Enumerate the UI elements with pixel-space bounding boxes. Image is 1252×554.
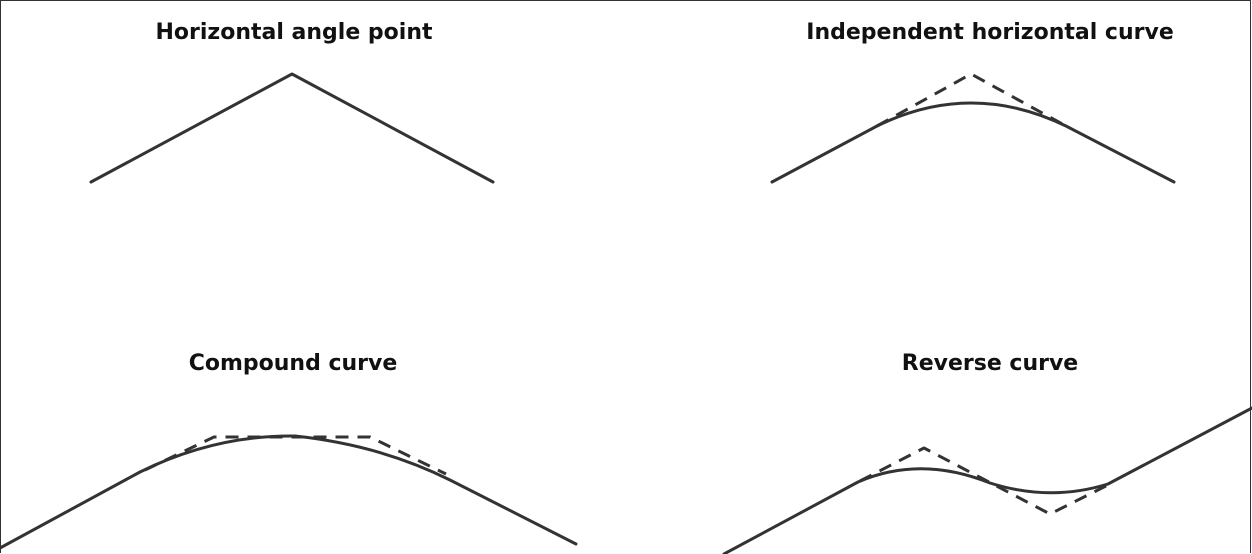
- panel-title-independent-horizontal-curve: Independent horizontal curve: [806, 20, 1174, 45]
- alignment-with-compound-curve: [0, 434, 578, 550]
- tangent-lines: [144, 435, 447, 476]
- tangent-lines: [876, 72, 1067, 128]
- reverse-curve-diagram: [722, 406, 1252, 554]
- horizontal-angle-point-diagram: [89, 72, 495, 184]
- angle-point-alignment: [89, 72, 495, 184]
- independent-horizontal-curve-diagram: [770, 72, 1176, 184]
- alignment-with-reverse-curve: [722, 406, 1252, 554]
- panel-title-reverse-curve: Reverse curve: [901, 351, 1079, 376]
- alignment-with-curve: [770, 101, 1176, 184]
- panel-title-compound-curve: Compound curve: [188, 351, 398, 376]
- panel-title-horizontal-angle-point: Horizontal angle point: [155, 20, 433, 45]
- compound-curve-diagram: [0, 434, 578, 550]
